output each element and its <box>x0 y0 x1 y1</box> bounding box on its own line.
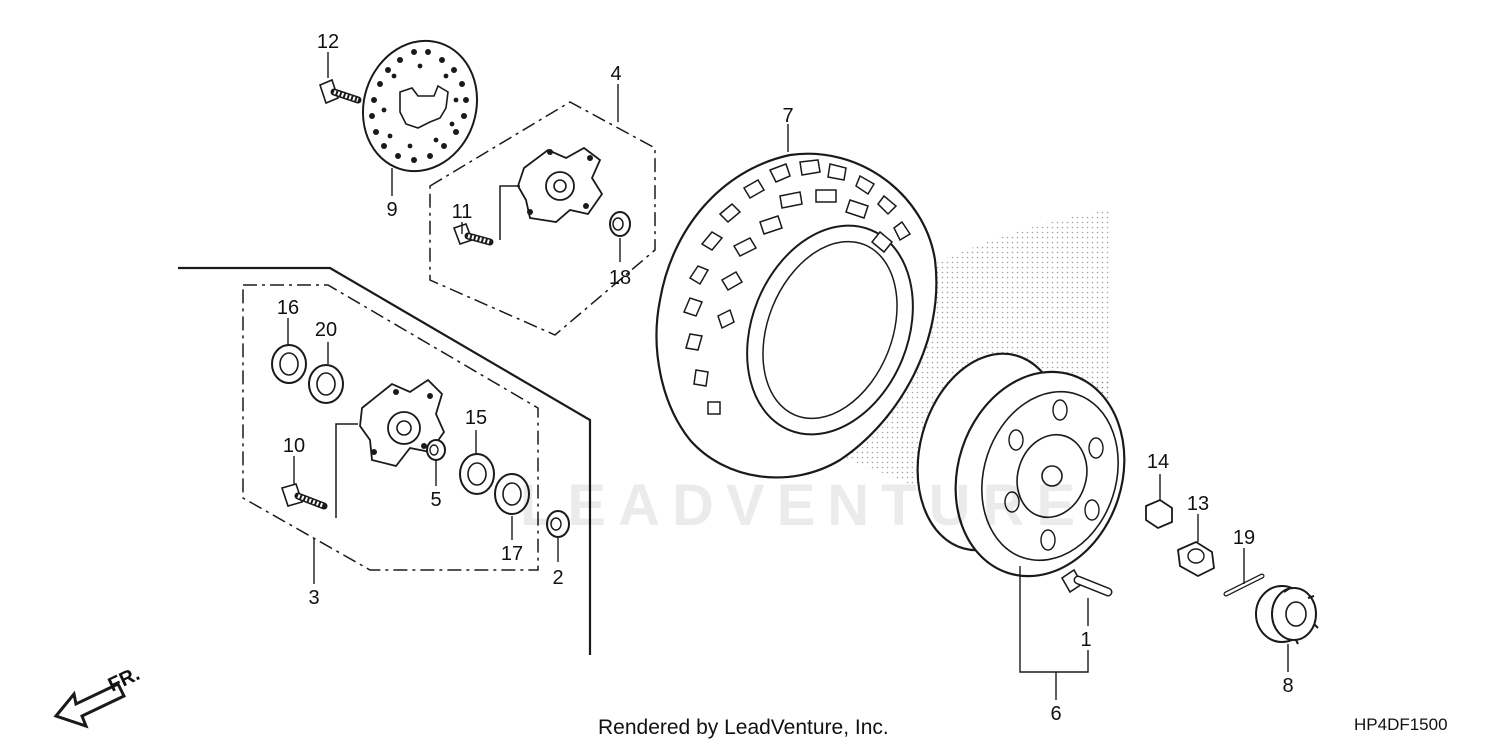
group-box-hub-4 <box>429 101 656 336</box>
callout-14: 14 <box>1147 451 1169 473</box>
callout-16: 16 <box>277 297 299 319</box>
spacer-5 <box>426 439 446 461</box>
bolt-10 <box>280 423 358 518</box>
castle-nut-8 <box>1255 585 1319 645</box>
hub-4 <box>517 146 604 223</box>
nut-14 <box>1145 498 1173 530</box>
group-box-hub-3 <box>242 284 539 571</box>
rendered-by-credit: Rendered by LeadVenture, Inc. <box>598 716 889 739</box>
assembly-outline <box>178 266 592 655</box>
brake-disc <box>361 39 479 173</box>
callout-labels: 12 9 4 11 18 7 16 20 15 10 5 17 2 3 14 1… <box>277 31 1294 725</box>
hub-3 <box>359 378 446 468</box>
tire-7 <box>655 152 938 479</box>
callout-5: 5 <box>430 489 441 511</box>
bearing-15 <box>459 453 495 495</box>
callout-20: 20 <box>315 319 337 341</box>
pin-19 <box>1223 573 1265 597</box>
callout-17: 17 <box>501 543 523 565</box>
callout-3: 3 <box>308 587 319 609</box>
front-direction-arrow: FR. <box>53 663 143 729</box>
collar-2 <box>546 510 570 538</box>
callout-13: 13 <box>1187 493 1209 515</box>
callout-19: 19 <box>1233 527 1255 549</box>
callout-6: 6 <box>1050 703 1061 725</box>
bearing-17 <box>494 473 530 515</box>
callout-2: 2 <box>552 567 563 589</box>
callout-7: 7 <box>782 105 793 127</box>
callout-1: 1 <box>1080 629 1091 651</box>
bearing-16 <box>271 344 307 384</box>
leader-lines <box>287 52 1289 700</box>
callout-15: 15 <box>465 407 487 429</box>
callout-18: 18 <box>609 267 631 289</box>
callout-9: 9 <box>386 199 397 221</box>
wheel-6 <box>916 352 1126 578</box>
bolt-12 <box>319 78 362 105</box>
callout-11: 11 <box>452 201 473 223</box>
nut-13 <box>1177 540 1215 578</box>
callout-4: 4 <box>610 63 621 85</box>
bearing-20 <box>308 364 344 404</box>
bearing-18 <box>609 211 631 237</box>
diagram-code: HP4DF1500 <box>1354 715 1448 734</box>
callout-12: 12 <box>317 31 339 53</box>
valve-1 <box>1060 568 1113 597</box>
watermark: LEADVENTURE <box>520 473 1088 538</box>
callout-10: 10 <box>283 435 305 457</box>
callout-8: 8 <box>1282 675 1293 697</box>
